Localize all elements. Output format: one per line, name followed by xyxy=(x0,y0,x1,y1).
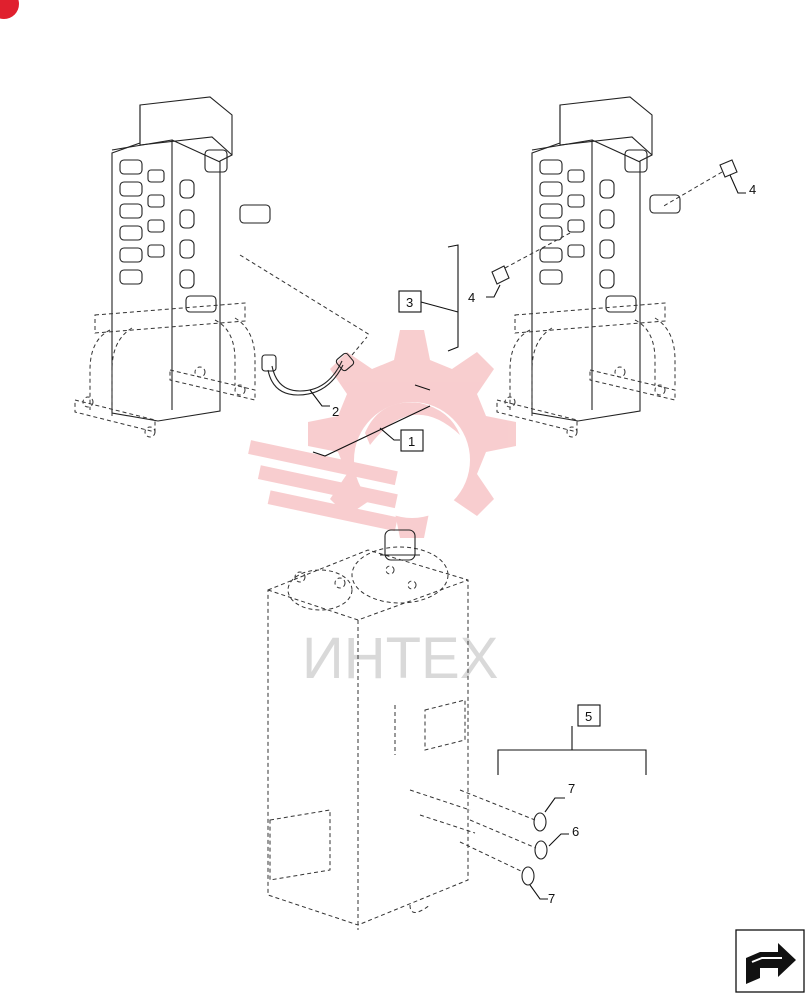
callout-box-1 xyxy=(400,429,424,452)
fitting-4-upper xyxy=(661,159,738,208)
bracket-5 xyxy=(497,726,647,775)
bracket-1 xyxy=(312,384,431,457)
watermark-text: ИНТЕХ xyxy=(302,626,498,691)
left-control-valve xyxy=(74,96,271,438)
callout-4-upper: 4 xyxy=(749,182,756,197)
fitting-4-lower xyxy=(491,232,571,285)
callout-6: 6 xyxy=(572,824,579,839)
next-page-arrow-icon[interactable] xyxy=(735,929,805,993)
callout-2: 2 xyxy=(332,404,339,419)
bracket-3 xyxy=(447,244,459,352)
watermark-logo xyxy=(248,330,516,538)
callout-box-5 xyxy=(577,704,601,727)
callout-4-lower: 4 xyxy=(468,290,475,305)
fitting-6 xyxy=(469,819,548,860)
callout-7-lower: 7 xyxy=(548,891,555,906)
fitting-7-upper xyxy=(459,789,547,832)
callout-box-3 xyxy=(398,290,422,313)
callout-3: 3 xyxy=(406,295,413,310)
fitting-7-lower xyxy=(459,841,535,886)
hydraulic-tank xyxy=(267,529,476,930)
callout-1: 1 xyxy=(408,434,415,449)
right-control-valve xyxy=(496,96,681,438)
callout-7-upper: 7 xyxy=(568,781,575,796)
corner-badge-icon xyxy=(0,0,19,19)
hose-assembly xyxy=(239,254,371,396)
callout-5: 5 xyxy=(585,709,592,724)
